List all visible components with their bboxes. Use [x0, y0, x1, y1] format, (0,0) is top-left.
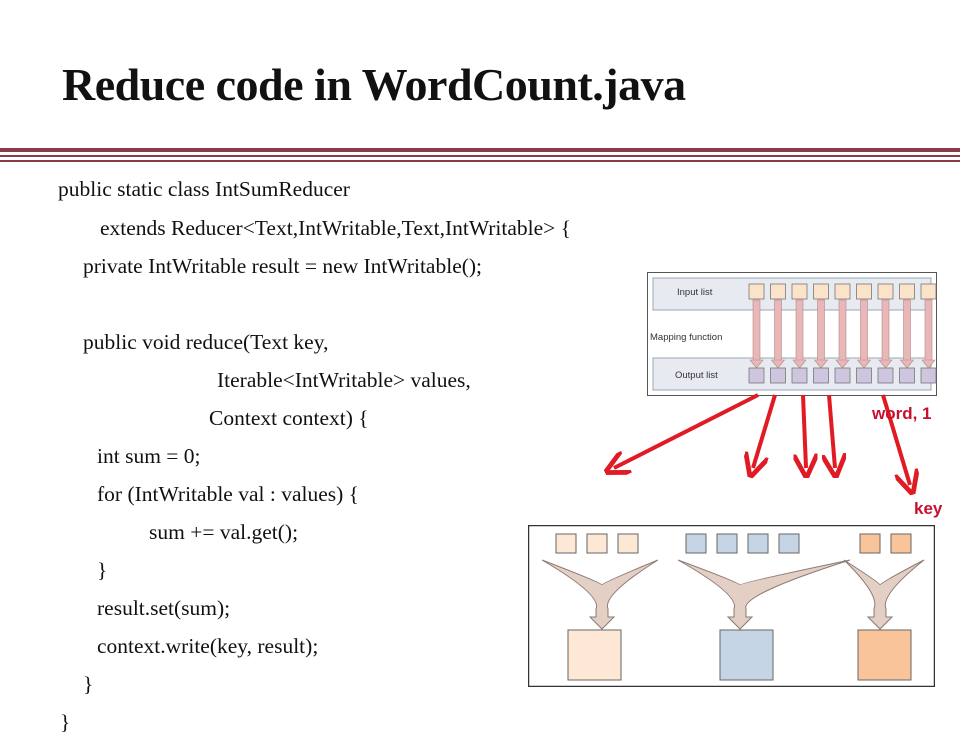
map-diagram: Input list Mapping function Output list — [647, 272, 937, 396]
map-pipe-head — [835, 359, 850, 369]
input-cell — [770, 283, 786, 300]
reduce-diagram — [528, 525, 935, 687]
output-cell — [770, 367, 786, 384]
map-pipe-head — [792, 359, 807, 369]
reduce-input-cell — [586, 533, 608, 554]
code-line: } — [83, 672, 94, 696]
key-label: key — [914, 499, 943, 518]
mapping-function-label: Mapping function — [650, 332, 722, 343]
reduce-input-cell — [716, 533, 738, 554]
input-cell — [834, 283, 851, 300]
reduce-output-cell — [857, 629, 912, 681]
reduce-funnel — [541, 559, 659, 630]
code-line: context.write(key, result); — [97, 634, 319, 658]
code-line: result.set(sum); — [97, 596, 231, 620]
red-arrow — [829, 394, 835, 468]
output-cell — [920, 367, 937, 384]
output-cell — [877, 367, 894, 384]
output-cell — [856, 367, 872, 384]
code-line: public void reduce(Text key, — [83, 330, 329, 354]
reduce-input-cell — [555, 533, 577, 554]
map-pipe-head — [856, 359, 872, 369]
map-pipe-head — [899, 359, 915, 369]
input-cell — [748, 283, 765, 300]
code-line: for (IntWritable val : values) { — [97, 482, 359, 506]
reduce-input-cell — [617, 533, 639, 554]
word-one-label: word, 1 — [872, 404, 932, 423]
slide-title: Reduce code in WordCount.java — [62, 59, 686, 110]
code-line: sum += val.get(); — [149, 520, 299, 544]
code-line: int sum = 0; — [97, 444, 201, 468]
input-cell — [920, 283, 937, 300]
code-line: extends Reducer<Text,IntWritable,Text,In… — [100, 216, 572, 240]
output-cell — [834, 367, 851, 384]
map-pipe-head — [813, 359, 829, 369]
input-cell — [899, 283, 915, 300]
input-cell — [856, 283, 872, 300]
map-pipe-head — [921, 359, 936, 369]
input-cell — [791, 283, 808, 300]
reduce-input-cell — [859, 533, 881, 554]
red-arrow — [803, 394, 806, 468]
code-line: public static class IntSumReducer — [58, 177, 350, 201]
output-cell — [791, 367, 808, 384]
code-line: Context context) { — [209, 406, 369, 430]
reduce-input-cell — [747, 533, 769, 554]
map-pipe-head — [878, 359, 893, 369]
red-arrow — [614, 393, 759, 468]
input-cell — [877, 283, 894, 300]
reduce-funnel — [843, 559, 925, 630]
code-line: } — [97, 558, 108, 582]
reduce-output-cell — [719, 629, 774, 681]
red-arrows — [0, 393, 960, 720]
reduce-input-cell — [890, 533, 912, 554]
output-list-label: Output list — [675, 370, 718, 381]
output-cell — [748, 367, 765, 384]
map-pipe-head — [749, 359, 764, 369]
reduce-input-cell — [685, 533, 707, 554]
input-cell — [813, 283, 829, 300]
reduce-funnel — [677, 559, 851, 630]
reduce-output-cell — [567, 629, 622, 681]
map-pipe-head — [770, 359, 786, 369]
reduce-input-cell — [778, 533, 800, 554]
red-arrow — [753, 394, 777, 468]
output-cell — [813, 367, 829, 384]
red-arrow — [881, 394, 910, 485]
output-cell — [899, 367, 915, 384]
code-line: Iterable<IntWritable> values, — [217, 368, 471, 392]
input-list-label: Input list — [677, 287, 713, 298]
code-line: private IntWritable result = new IntWrit… — [83, 254, 483, 278]
